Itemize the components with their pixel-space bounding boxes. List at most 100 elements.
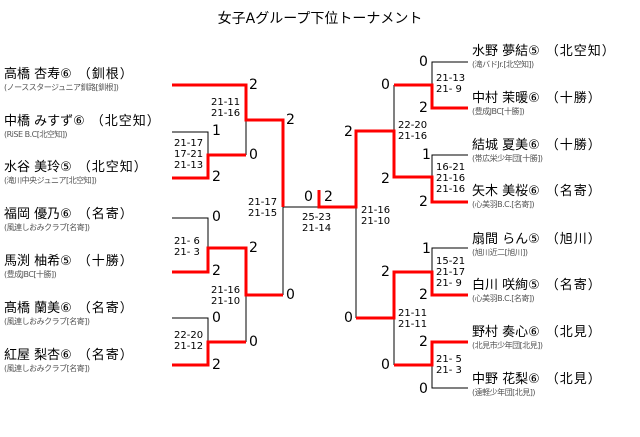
player-name: 高橋 杏寿⑥ bbox=[4, 67, 72, 82]
match-score: 2 bbox=[212, 263, 221, 279]
player-name: 中橋 みすず⑥ bbox=[4, 114, 85, 129]
player-entry: 白川 咲絢⑤（名寄） (心美羽B.C.[名寄]) bbox=[472, 278, 602, 304]
match-score: 0 bbox=[249, 334, 258, 350]
page-title: 女子Aグループ下位トーナメント bbox=[217, 11, 423, 27]
player-region: （北空知） bbox=[77, 160, 148, 175]
player-club: (風連しおみクラブ[名寄]) bbox=[4, 223, 90, 232]
game-scores: 21-13 21- 9 bbox=[436, 73, 466, 95]
game-scores: 16-21 21-16 21-16 bbox=[436, 162, 466, 195]
player-club: (帯広栄少年団[十勝]) bbox=[472, 154, 543, 163]
match-score: 2 bbox=[212, 169, 221, 185]
player-club: (風連しおみクラブ[名寄]) bbox=[4, 364, 90, 373]
match-score: 0 bbox=[249, 147, 258, 163]
match-score: 2 bbox=[381, 264, 390, 280]
player-club: (風連しおみクラブ[名寄]) bbox=[4, 317, 90, 326]
player-region: （名寄） bbox=[77, 207, 134, 222]
player-region: （名寄） bbox=[545, 184, 602, 199]
match-score: 2 bbox=[212, 357, 221, 373]
player-name: 馬渕 柚希⑤ bbox=[4, 254, 72, 269]
player-entry: 高橋 杏寿⑥ （釧根） (ノーススタージュニア釧路[釧根]) bbox=[4, 67, 134, 93]
match-score: 2 bbox=[249, 77, 258, 93]
player-club: (北見市少年団[北見]) bbox=[472, 341, 543, 350]
player-region: （旭川） bbox=[545, 232, 602, 247]
player-region: （北空知） bbox=[90, 114, 161, 129]
player-name: 髙橋 蘭美⑥ bbox=[4, 301, 72, 316]
final-score-left: 0 bbox=[304, 189, 313, 205]
player-region: （十勝） bbox=[545, 91, 602, 106]
player-entry: 中橋 みすず⑥（北空知） (RiSE B.C[北空知]) bbox=[4, 114, 161, 140]
match-score: 2 bbox=[419, 194, 428, 210]
player-region: （十勝） bbox=[545, 138, 602, 153]
match-score: 0 bbox=[419, 54, 428, 70]
game-scores: 21-11 21-16 bbox=[211, 97, 241, 119]
final-score-right: 2 bbox=[324, 189, 333, 205]
player-entry: 水谷 美玲⑤ （北空知） (滝川中央ジュニア[北空知]) bbox=[4, 160, 148, 186]
game-scores: 25-23 21-14 bbox=[302, 212, 332, 234]
match-score: 0 bbox=[344, 310, 353, 326]
player-name: 扇間 らん⑤ bbox=[472, 232, 540, 247]
match-score: 0 bbox=[212, 209, 221, 225]
game-scores: 21-16 21-10 bbox=[361, 205, 391, 227]
match-score: 0 bbox=[381, 357, 390, 373]
match-score: 2 bbox=[419, 334, 428, 350]
player-name: 福岡 優乃⑥ bbox=[4, 207, 72, 222]
player-club: (豊成JBC[十勝]) bbox=[472, 107, 525, 116]
player-region: （北空知） bbox=[545, 44, 616, 59]
game-scores: 22-20 21-12 bbox=[174, 330, 204, 352]
match-score: 0 bbox=[286, 287, 295, 303]
match-score: 2 bbox=[381, 171, 390, 187]
player-club: (ノーススタージュニア釧路[釧根]) bbox=[4, 83, 119, 92]
player-entry: 中野 花梨⑥ （北見） (遠軽少年団[北見]) bbox=[472, 372, 602, 398]
player-region: （名寄） bbox=[77, 301, 134, 316]
match-score: 0 bbox=[381, 77, 390, 93]
player-entry: 水野 夢結⑤ （北空知） (滝バドJr.[北空知]) bbox=[472, 44, 616, 70]
match-score: 2 bbox=[419, 100, 428, 116]
player-name: 白川 咲絢⑤ bbox=[472, 278, 540, 293]
game-scores: 15-21 21-17 21- 9 bbox=[436, 256, 466, 289]
player-club: (豊成JBC[十勝]) bbox=[4, 270, 57, 279]
game-scores: 21- 6 21- 3 bbox=[174, 236, 200, 258]
player-name: 水野 夢結⑤ bbox=[472, 44, 540, 59]
player-name: 結城 夏美⑥ bbox=[472, 138, 540, 153]
player-region: （名寄） bbox=[545, 278, 602, 293]
match-score: 1 bbox=[422, 147, 431, 163]
game-scores: 21-17 21-15 bbox=[248, 197, 278, 219]
match-score: 2 bbox=[249, 240, 258, 256]
player-entry: 福岡 優乃⑥ （名寄） (風連しおみクラブ[名寄]) bbox=[4, 207, 134, 233]
player-entry: 扇間 らん⑤ （旭川） (旭川近二[旭川]) bbox=[472, 232, 602, 258]
game-scores: 22-20 21-16 bbox=[398, 120, 428, 142]
player-name: 中野 花梨⑥ bbox=[472, 372, 540, 387]
player-name: 中村 茉暖⑥ bbox=[472, 91, 540, 106]
player-club: (遠軽少年団[北見]) bbox=[472, 388, 535, 397]
player-club: (心美羽B.C.[名寄]) bbox=[472, 200, 535, 209]
player-club: (滝川中央ジュニア[北空知]) bbox=[4, 176, 97, 185]
player-entry: 紅屋 梨杏⑥ （名寄） (風連しおみクラブ[名寄]) bbox=[4, 348, 134, 374]
match-score: 2 bbox=[286, 112, 295, 128]
player-entry: 野村 奏心⑥ （北見） (北見市少年団[北見]) bbox=[472, 325, 602, 351]
player-entry: 中村 茉暖⑥ （十勝） (豊成JBC[十勝]) bbox=[472, 91, 602, 117]
match-score: 2 bbox=[419, 287, 428, 303]
player-entry: 馬渕 柚希⑤ （十勝） (豊成JBC[十勝]) bbox=[4, 254, 134, 280]
player-club: (滝バドJr.[北空知]) bbox=[472, 60, 534, 69]
player-entry: 矢木 美桜⑥（名寄） (心美羽B.C.[名寄]) bbox=[472, 184, 602, 210]
player-entry: 結城 夏美⑥ （十勝） (帯広栄少年団[十勝]) bbox=[472, 138, 602, 164]
match-score: 0 bbox=[212, 310, 221, 326]
game-scores: 21-16 21-10 bbox=[211, 285, 241, 307]
player-name: 紅屋 梨杏⑥ bbox=[4, 348, 72, 363]
player-name: 野村 奏心⑥ bbox=[472, 325, 540, 340]
game-scores: 21- 5 21- 3 bbox=[436, 354, 462, 376]
game-scores: 21-17 17-21 21-13 bbox=[174, 138, 204, 171]
player-region: （十勝） bbox=[77, 254, 134, 269]
player-club: (旭川近二[旭川]) bbox=[472, 248, 528, 257]
player-region: （北見） bbox=[545, 325, 602, 340]
bracket-lines-winner bbox=[172, 83, 468, 367]
match-score: 1 bbox=[422, 241, 431, 257]
player-entry: 髙橋 蘭美⑥ （名寄） (風連しおみクラブ[名寄]) bbox=[4, 301, 134, 327]
player-region: （名寄） bbox=[77, 348, 134, 363]
player-region: （北見） bbox=[545, 372, 602, 387]
match-score: 1 bbox=[212, 123, 221, 139]
player-name: 水谷 美玲⑤ bbox=[4, 160, 72, 175]
player-region: （釧根） bbox=[77, 67, 134, 82]
game-scores: 21-11 21-11 bbox=[398, 308, 428, 330]
